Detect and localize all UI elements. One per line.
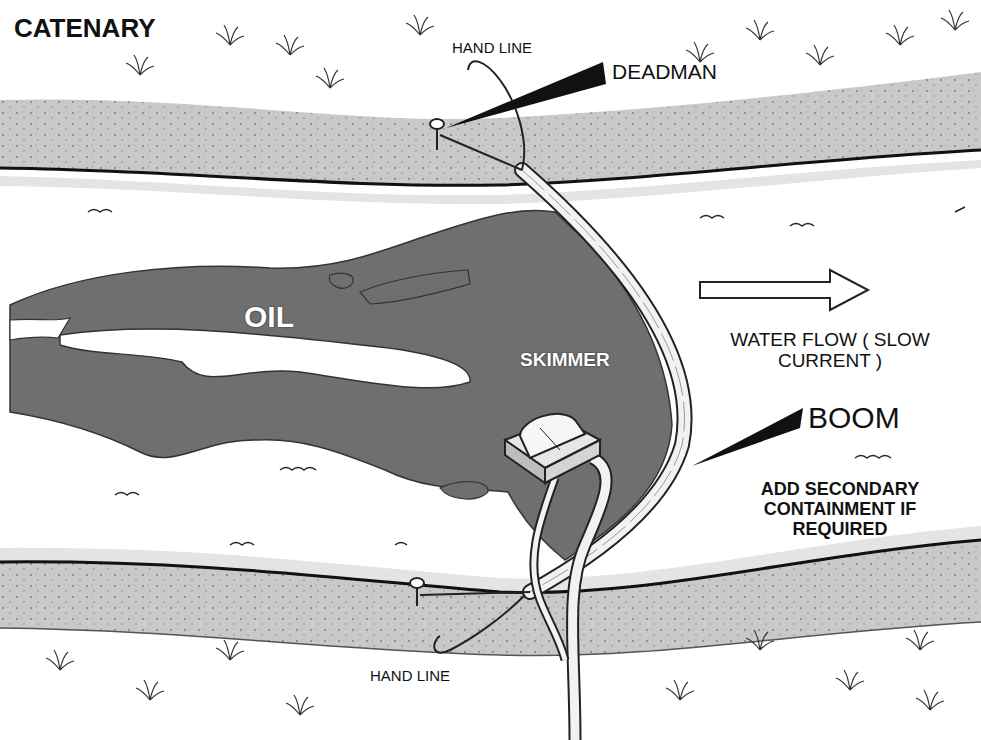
grass-tuft [686, 42, 714, 62]
water-gap [60, 329, 470, 388]
anchor-line [420, 592, 530, 595]
callout-pointer [446, 62, 606, 128]
grass-tuft [941, 10, 969, 30]
grass-tufts [46, 10, 969, 715]
oil-label: OIL [244, 300, 294, 333]
grass-tuft [746, 20, 774, 40]
deadman-label: DEADMAN [612, 60, 717, 83]
oil-slick [440, 482, 488, 499]
grass-tuft [46, 650, 74, 670]
shore-strip [0, 160, 981, 204]
boom-segments [522, 170, 685, 592]
grass-tuft [286, 695, 314, 715]
skimmer-unit [505, 414, 600, 483]
note-label: ADD SECONDARY CONTAINMENT IF REQUIRED [730, 480, 950, 539]
grass-tuft [316, 68, 344, 88]
containment-boom [522, 170, 685, 592]
deadman-stake [410, 119, 444, 606]
bank-edge [0, 622, 981, 656]
anchor-line [440, 135, 522, 170]
bank-edge [0, 150, 981, 185]
river-bank [0, 72, 981, 185]
hand-line-label: HAND LINE [370, 668, 450, 685]
grass-tuft [836, 670, 864, 690]
bank-edge [0, 540, 981, 593]
containment-boom [522, 170, 685, 592]
diagram-title: CATENARY [14, 14, 156, 43]
grass-tuft [806, 45, 834, 65]
grass-tuft [666, 680, 694, 700]
grass-tuft [126, 55, 154, 75]
skimmer-hose [573, 458, 607, 740]
water-gap [10, 318, 70, 340]
grass-tuft [276, 35, 304, 55]
grass-tuft [406, 15, 434, 35]
hand-line-label: HAND LINE [452, 40, 532, 57]
grass-tuft [216, 25, 244, 45]
grass-tuft [886, 25, 914, 45]
grass-tuft [916, 690, 944, 710]
callout-pointer [692, 408, 803, 466]
flow-label: WATER FLOW ( SLOW CURRENT ) [730, 330, 930, 372]
oil-slick [329, 273, 353, 288]
grass-tuft [906, 630, 934, 650]
grass-tuft [216, 640, 244, 660]
boom-label: BOOM [808, 401, 900, 434]
grass-tuft [136, 680, 164, 700]
skimmer-hose [534, 478, 565, 660]
skimmer-label: SKIMMER [520, 350, 610, 371]
oil-slick [10, 210, 672, 560]
oil-slick [360, 270, 470, 304]
hand-line [434, 595, 525, 653]
grass-tuft [746, 630, 774, 650]
flow-arrow [700, 270, 868, 310]
